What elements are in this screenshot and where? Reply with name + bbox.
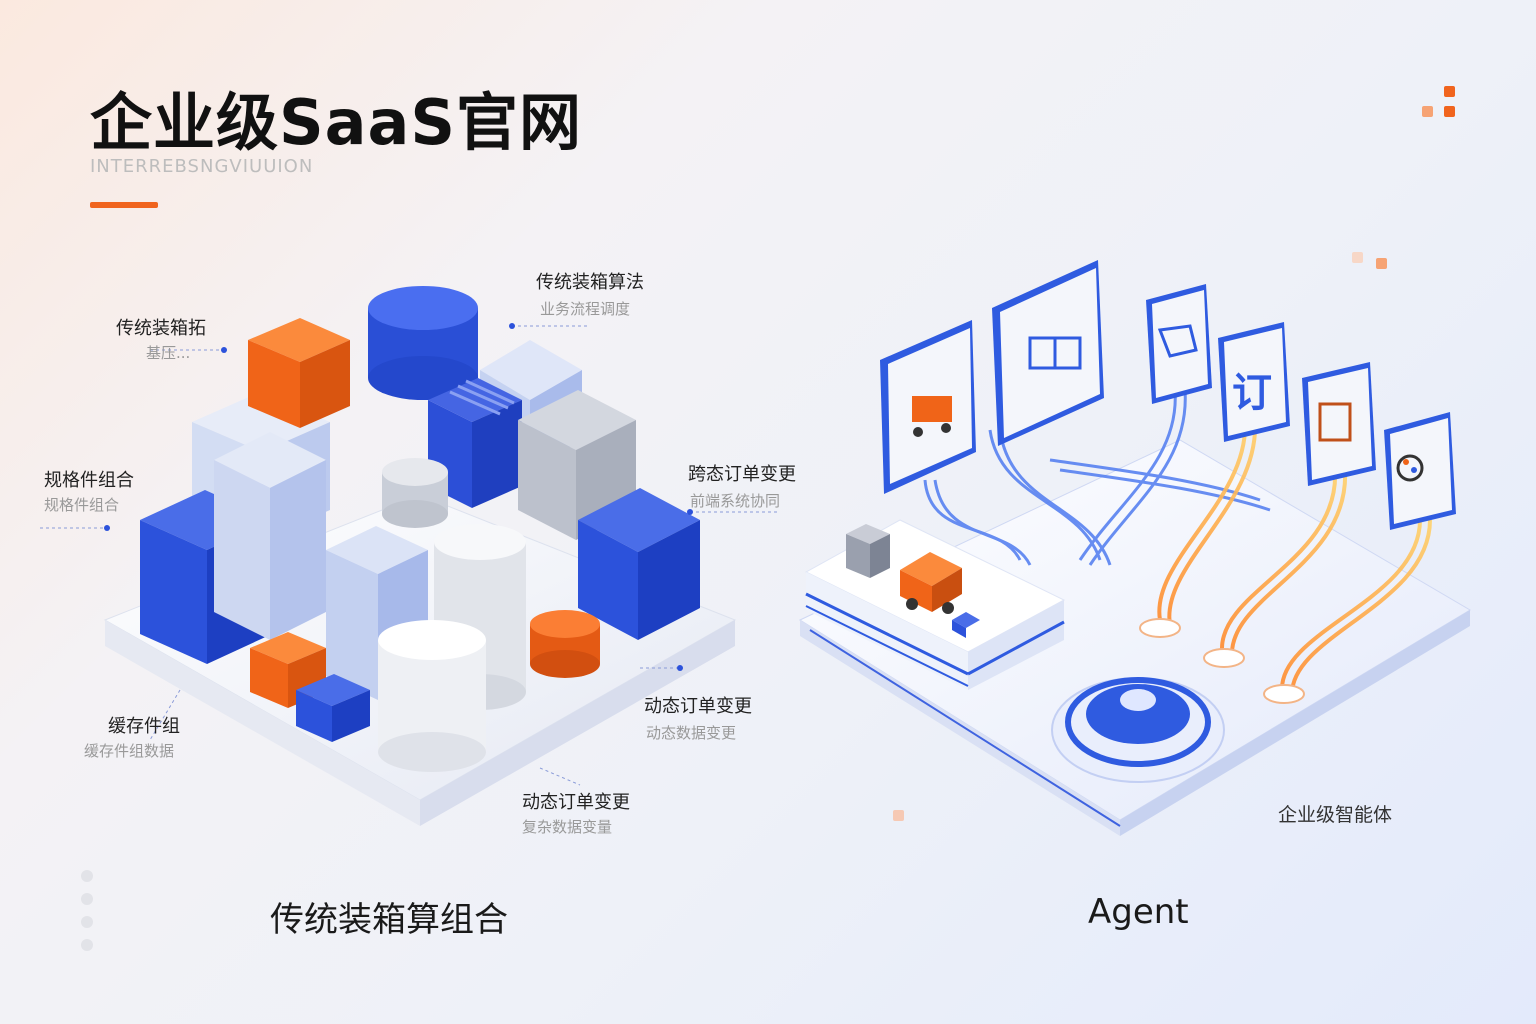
tile-order bbox=[1218, 322, 1290, 442]
callout-label-6: 动态订单变更 bbox=[644, 696, 752, 717]
callout-sub-4: 前端系统协同 bbox=[690, 492, 781, 510]
cylinder-gray-small bbox=[382, 458, 448, 528]
callout-sub-3: 规格件组合 bbox=[44, 496, 120, 514]
cube-blue-small bbox=[296, 674, 370, 742]
callout-sub-5: 缓存件组数据 bbox=[84, 742, 175, 760]
callout-label-1: 传统装箱拓 bbox=[116, 318, 206, 339]
agent-core-button bbox=[1051, 677, 1225, 783]
tile-palette bbox=[1384, 412, 1456, 530]
crate-icon bbox=[846, 524, 890, 578]
platform-label: 企业级智能体 bbox=[1278, 804, 1393, 826]
left-caption: 传统装箱算组合 bbox=[270, 900, 508, 940]
cylinder-orange bbox=[530, 610, 600, 678]
callout-label-2: 传统装箱算法 bbox=[536, 272, 644, 293]
callout-sub-2: 业务流程调度 bbox=[540, 300, 631, 318]
callout-label-3: 规格件组合 bbox=[44, 470, 134, 491]
tile-tag bbox=[1146, 284, 1212, 404]
cube-blue-right bbox=[578, 488, 700, 640]
cube-light-column bbox=[214, 432, 326, 640]
callout-sub-1: 基压... bbox=[146, 344, 191, 362]
cube-gray-1 bbox=[518, 390, 636, 540]
title-underline bbox=[90, 202, 158, 208]
truck-icon-3d bbox=[900, 552, 962, 614]
callout-label-5: 缓存件组 bbox=[108, 716, 180, 737]
callout-label-4: 跨态订单变更 bbox=[688, 464, 796, 485]
callout-sub-7: 复杂数据变量 bbox=[522, 818, 613, 836]
cube-orange-1 bbox=[248, 318, 350, 428]
callout-sub-6: 动态数据变更 bbox=[646, 724, 737, 742]
orange-flows bbox=[1157, 419, 1432, 696]
callout-lines bbox=[40, 325, 780, 786]
tile-document bbox=[1302, 362, 1376, 486]
right-caption: Agent bbox=[1088, 892, 1189, 932]
page-subtitle: INTERREBSNGVIUUION bbox=[90, 156, 314, 177]
callout-label-7: 动态订单变更 bbox=[522, 792, 630, 813]
order-icon: 订 bbox=[1232, 370, 1272, 416]
tile-package bbox=[992, 260, 1104, 446]
cylinder-white-front bbox=[378, 620, 486, 772]
callout-dots bbox=[104, 323, 693, 671]
tile-truck bbox=[880, 320, 976, 494]
cylinder-blue-top bbox=[368, 286, 478, 400]
flow-ports bbox=[1139, 618, 1305, 704]
page-title: 企业级SaaS官网 bbox=[90, 86, 582, 159]
part-icon bbox=[952, 612, 980, 638]
